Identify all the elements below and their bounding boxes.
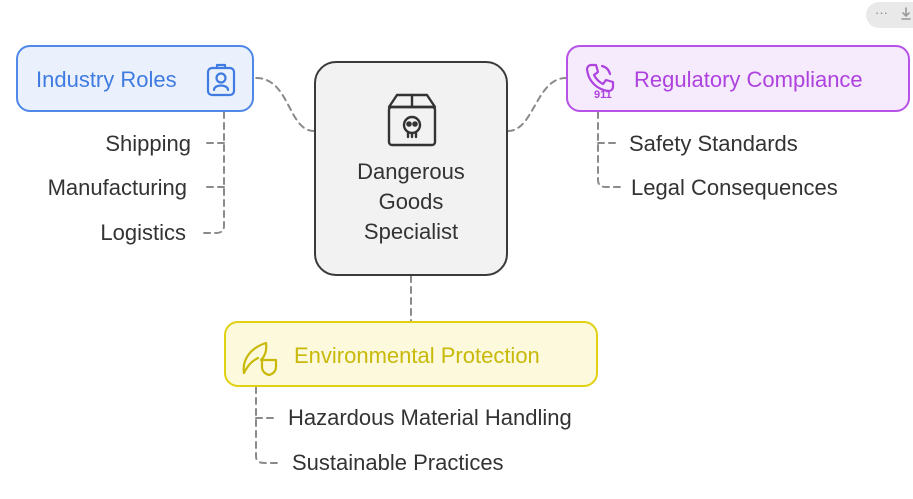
- id-badge-icon: [204, 63, 238, 102]
- leaf-shipping: Shipping: [105, 131, 191, 156]
- branch-regulatory-compliance[interactable]: 911 Regulatory Compliance: [566, 45, 910, 112]
- svg-text:911: 911: [594, 89, 612, 99]
- branch-industry-roles[interactable]: Industry Roles: [16, 45, 254, 112]
- environmental-protection-label: Environmental Protection: [294, 343, 540, 368]
- leaf-logistics: Logistics: [100, 220, 186, 245]
- leaf-legal-consequences: Legal Consequences: [631, 175, 838, 200]
- branch-environmental-protection[interactable]: Environmental Protection: [224, 321, 598, 387]
- center-node[interactable]: Dangerous Goods Specialist: [314, 61, 508, 276]
- more-icon[interactable]: ···: [875, 5, 888, 20]
- regulatory-compliance-label: Regulatory Compliance: [634, 67, 863, 92]
- leaf-sustainable-practices: Sustainable Practices: [292, 450, 504, 475]
- leaf-hazardous-material-handling: Hazardous Material Handling: [288, 405, 572, 430]
- center-title: Dangerous Goods Specialist: [357, 159, 465, 244]
- industry-roles-label: Industry Roles: [36, 67, 177, 92]
- phone-911-icon: 911: [582, 61, 622, 104]
- download-icon[interactable]: [901, 6, 911, 28]
- corner-toolbar[interactable]: ···: [866, 2, 913, 28]
- leaf-safety-standards: Safety Standards: [629, 131, 798, 156]
- leaf-manufacturing: Manufacturing: [47, 175, 187, 200]
- leaf-shield-icon: [240, 340, 280, 381]
- hazard-box-icon: [382, 91, 442, 156]
